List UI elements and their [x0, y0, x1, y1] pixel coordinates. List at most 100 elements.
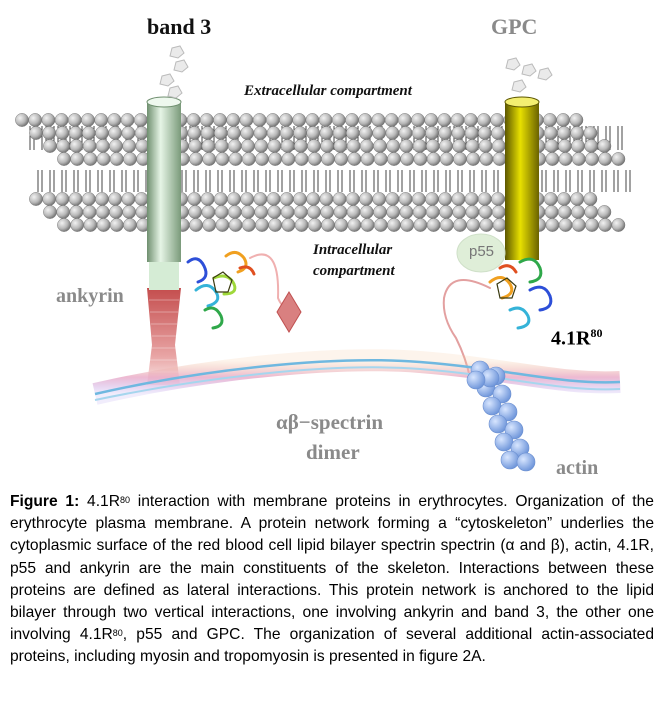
lipid-head [450, 113, 465, 127]
lipid-head [412, 205, 427, 219]
caption-sup-2: 80 [112, 628, 123, 639]
lipid-head [545, 152, 560, 166]
lipid-head [82, 139, 97, 153]
lipid-head [400, 152, 415, 166]
lipid-head [307, 139, 321, 153]
lipid-head [268, 218, 283, 232]
lipid-head [398, 126, 413, 140]
lipid-head [241, 152, 256, 166]
band3-glycan [159, 45, 189, 99]
lipid-head [227, 139, 242, 153]
lipid-head [83, 218, 98, 232]
lipid-head [359, 139, 374, 153]
lipid-head [334, 218, 349, 232]
lipid-head [307, 218, 322, 232]
lipid-head [611, 218, 626, 232]
lipid-head [439, 205, 453, 219]
lipid-head [213, 192, 228, 206]
lipid-head [319, 126, 334, 140]
lipid-head [42, 126, 57, 140]
lipid-head [491, 139, 506, 153]
lipid-head [360, 152, 375, 166]
lipid-head [331, 113, 346, 127]
lipid-head [57, 152, 71, 166]
lipid-head [583, 192, 598, 206]
lipid-head [293, 139, 308, 153]
lipid-head [571, 139, 585, 153]
lipid-head [67, 113, 82, 127]
lipid-head [279, 113, 293, 127]
lipid-head [133, 113, 148, 127]
lipid-head [267, 205, 282, 219]
ankyrin-shape [147, 262, 181, 385]
lipid-head [189, 218, 203, 232]
lipid-head [465, 139, 480, 153]
lipid-head [319, 192, 334, 206]
lipid-head [240, 192, 255, 206]
lipid-head [199, 113, 214, 127]
lipid-head [451, 192, 466, 206]
lipid-head [69, 205, 84, 219]
lipid-head [266, 192, 281, 206]
lipid-head [95, 139, 110, 153]
lipid-head [121, 126, 136, 140]
lipid-head [439, 218, 454, 232]
lipid-head [96, 152, 111, 166]
lipid-head [413, 152, 428, 166]
lipid-head [293, 205, 308, 219]
lipid-head [359, 126, 373, 140]
lipid-head [452, 205, 467, 219]
figure-caption: Figure 1: 4.1R80 interaction with membra… [10, 491, 654, 669]
lipid-head [226, 113, 241, 127]
lipid-head [107, 113, 122, 127]
lipid-head [543, 126, 558, 140]
lipid-head [121, 192, 136, 206]
extracellular-label: Extracellular compartment [244, 83, 412, 99]
actin-monomer [498, 402, 518, 422]
lipid-head [437, 113, 452, 127]
gpc-label: GPC [491, 14, 538, 39]
lipid-head [478, 205, 493, 219]
lipid-head [123, 218, 137, 232]
lipid-head [332, 126, 347, 140]
lipid-head [292, 113, 307, 127]
lipid-head [213, 113, 227, 127]
lipid-head [373, 152, 388, 166]
caption-sup-1: 80 [119, 495, 130, 505]
actin-monomer [488, 414, 508, 434]
lipid-head [81, 113, 95, 127]
lipid-head [96, 218, 111, 232]
intracellular-label-line2: compartment [313, 263, 395, 279]
lipid-head [585, 218, 599, 232]
lipid-head [438, 192, 453, 206]
lipid-head [583, 126, 598, 140]
actin-monomer [482, 396, 502, 416]
lipid-head [373, 205, 387, 219]
lipid-head [557, 126, 571, 140]
lipid-head [95, 126, 109, 140]
lipid-head [491, 205, 506, 219]
lipid-head [557, 205, 572, 219]
lipid-head [241, 218, 256, 232]
lipid-head [83, 152, 98, 166]
spectrin-label-line1: αβ−spectrin [276, 410, 384, 434]
lipid-head [569, 113, 584, 127]
lipid-head [334, 152, 349, 166]
lipid-head [293, 192, 307, 206]
lipid-head [584, 139, 599, 153]
lipid-head [557, 139, 572, 153]
lipid-head [425, 192, 439, 206]
lipid-head [109, 218, 124, 232]
lipid-head [29, 192, 43, 206]
lipid-head [425, 139, 440, 153]
protein-41r-label-sup: 80 [590, 326, 603, 340]
lipid-head [201, 205, 216, 219]
lipid-head [570, 126, 585, 140]
lipid-head [95, 205, 110, 219]
lipid-head [412, 139, 427, 153]
lipid-head [492, 218, 507, 232]
lipid-head [43, 205, 57, 219]
lipid-head [321, 218, 335, 232]
lipid-head [109, 205, 123, 219]
lipid-head [465, 205, 480, 219]
